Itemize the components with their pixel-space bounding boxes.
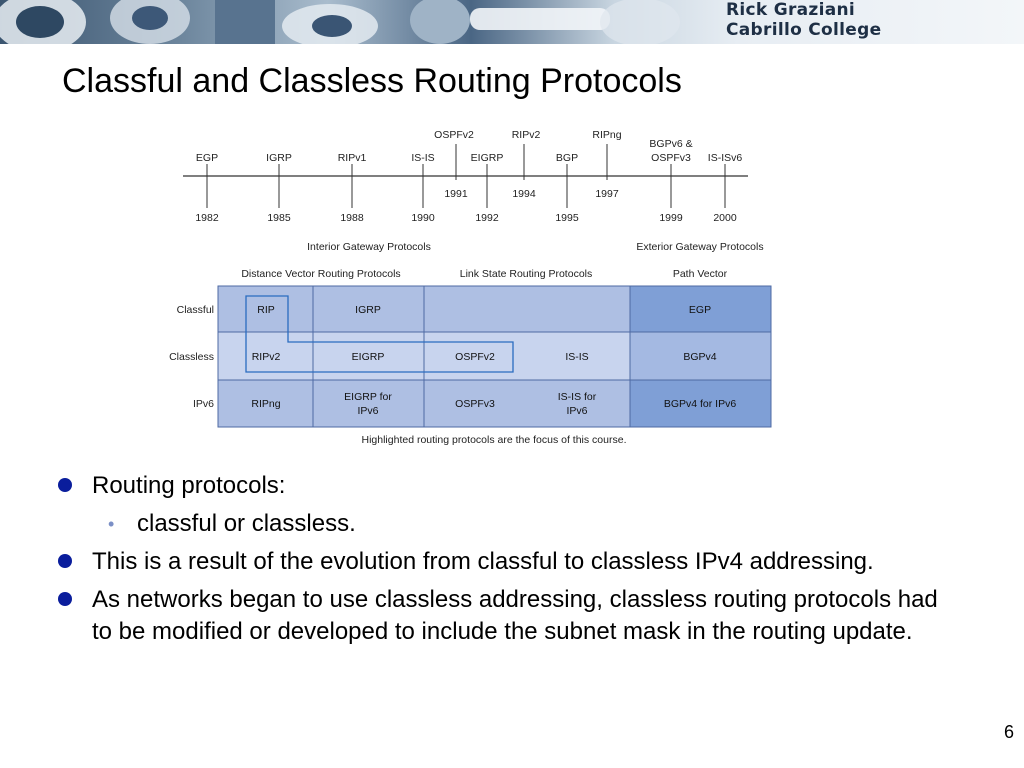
cell-bgpv4-ipv6: BGPv4 for IPv6	[664, 398, 737, 410]
timeline: EGP IGRP RIPv1 IS-IS OSPFv2 EIGRP RIPv2 …	[183, 129, 748, 224]
cell-eigrp-ipv6-line1: EIGRP for	[344, 391, 392, 403]
timeline-year-1999: 1999	[659, 212, 683, 224]
focus-highlight-outline	[245, 295, 514, 373]
bullet-list: Routing protocols: • classful or classle…	[56, 470, 956, 654]
cell-egp: EGP	[689, 304, 711, 316]
row-label-classful: Classful	[177, 304, 214, 316]
timeline-year-1985: 1985	[267, 212, 291, 224]
cell-isis-ipv6-line1: IS-IS for	[558, 391, 597, 403]
bullet-text: Routing protocols:	[92, 472, 286, 499]
timeline-label-igrp: IGRP	[266, 152, 292, 164]
bullet-dot-icon	[58, 478, 72, 492]
table-footnote: Highlighted routing protocols are the fo…	[362, 434, 627, 446]
row-label-ipv6: IPv6	[193, 398, 214, 410]
cell-igrp: IGRP	[355, 304, 381, 316]
igp-group-label: Interior Gateway Protocols	[307, 241, 431, 253]
sub-bullet-item: • classful or classless.	[56, 508, 956, 540]
bullet-dot-icon	[58, 554, 72, 568]
timeline-label-ospfv3: OSPFv3	[651, 152, 691, 164]
bullet-item: This is a result of the evolution from c…	[56, 546, 956, 578]
row-label-classless: Classless	[169, 351, 214, 363]
timeline-label-ripv2: RIPv2	[512, 129, 541, 141]
bullet-item: Routing protocols:	[56, 470, 956, 502]
egp-group-label: Exterior Gateway Protocols	[636, 241, 763, 253]
protocol-table: Classful Classless IPv6 RIP IGRP EGP RIP…	[169, 285, 772, 446]
timeline-year-1982: 1982	[195, 212, 219, 224]
cell-bgpv4: BGPv4	[683, 351, 716, 363]
timeline-year-1994: 1994	[512, 188, 536, 200]
banner-name: Rick Graziani	[726, 0, 856, 20]
cell-ospfv3: OSPFv3	[455, 398, 495, 410]
cell-rip: RIP	[257, 304, 275, 316]
bullet-item: As networks began to use classless addre…	[56, 584, 956, 648]
routing-protocols-diagram: EGP IGRP RIPv1 IS-IS OSPFv2 EIGRP RIPv2 …	[169, 129, 772, 446]
cell-ripv2: RIPv2	[252, 351, 281, 363]
timeline-label-ospfv2: OSPFv2	[434, 129, 474, 141]
header-distance-vector: Distance Vector Routing Protocols	[241, 268, 400, 280]
timeline-label-eigrp: EIGRP	[471, 152, 504, 164]
sub-bullet-text: classful or classless.	[137, 510, 356, 537]
timeline-year-1992: 1992	[475, 212, 499, 224]
header-banner: Rick Graziani Cabrillo College	[0, 0, 1024, 44]
header-link-state: Link State Routing Protocols	[460, 268, 593, 280]
cell-ospfv2: OSPFv2	[455, 351, 495, 363]
cell-isis: IS-IS	[565, 351, 588, 363]
bullet-text: This is a result of the evolution from c…	[92, 548, 874, 575]
timeline-year-1995: 1995	[555, 212, 579, 224]
timeline-label-ripv1: RIPv1	[338, 152, 367, 164]
bullet-dot-icon	[58, 592, 72, 606]
cell-ripng: RIPng	[251, 398, 280, 410]
timeline-label-egp: EGP	[196, 152, 218, 164]
page-title: Classful and Classless Routing Protocols	[62, 62, 682, 100]
timeline-label-isisv6: IS-ISv6	[708, 152, 743, 164]
timeline-year-1997: 1997	[595, 188, 619, 200]
timeline-year-1991: 1991	[444, 188, 468, 200]
cell-isis-ipv6-line2: IPv6	[566, 405, 587, 417]
bullet-text: As networks began to use classless addre…	[92, 586, 938, 645]
timeline-label-bgp: BGP	[556, 152, 578, 164]
banner-college: Cabrillo College	[726, 20, 882, 40]
banner-image	[0, 0, 680, 44]
cell-eigrp-ipv6-line2: IPv6	[357, 405, 378, 417]
header-path-vector: Path Vector	[673, 268, 728, 280]
timeline-year-2000: 2000	[713, 212, 737, 224]
timeline-label-ripng: RIPng	[592, 129, 621, 141]
timeline-label-bgpv6: BGPv6 &	[649, 138, 692, 150]
timeline-year-1990: 1990	[411, 212, 435, 224]
timeline-year-1988: 1988	[340, 212, 364, 224]
timeline-label-isis: IS-IS	[411, 152, 434, 164]
sub-bullet-dot-icon: •	[108, 514, 115, 534]
cell-eigrp: EIGRP	[352, 351, 385, 363]
page-number: 6	[1003, 722, 1014, 742]
